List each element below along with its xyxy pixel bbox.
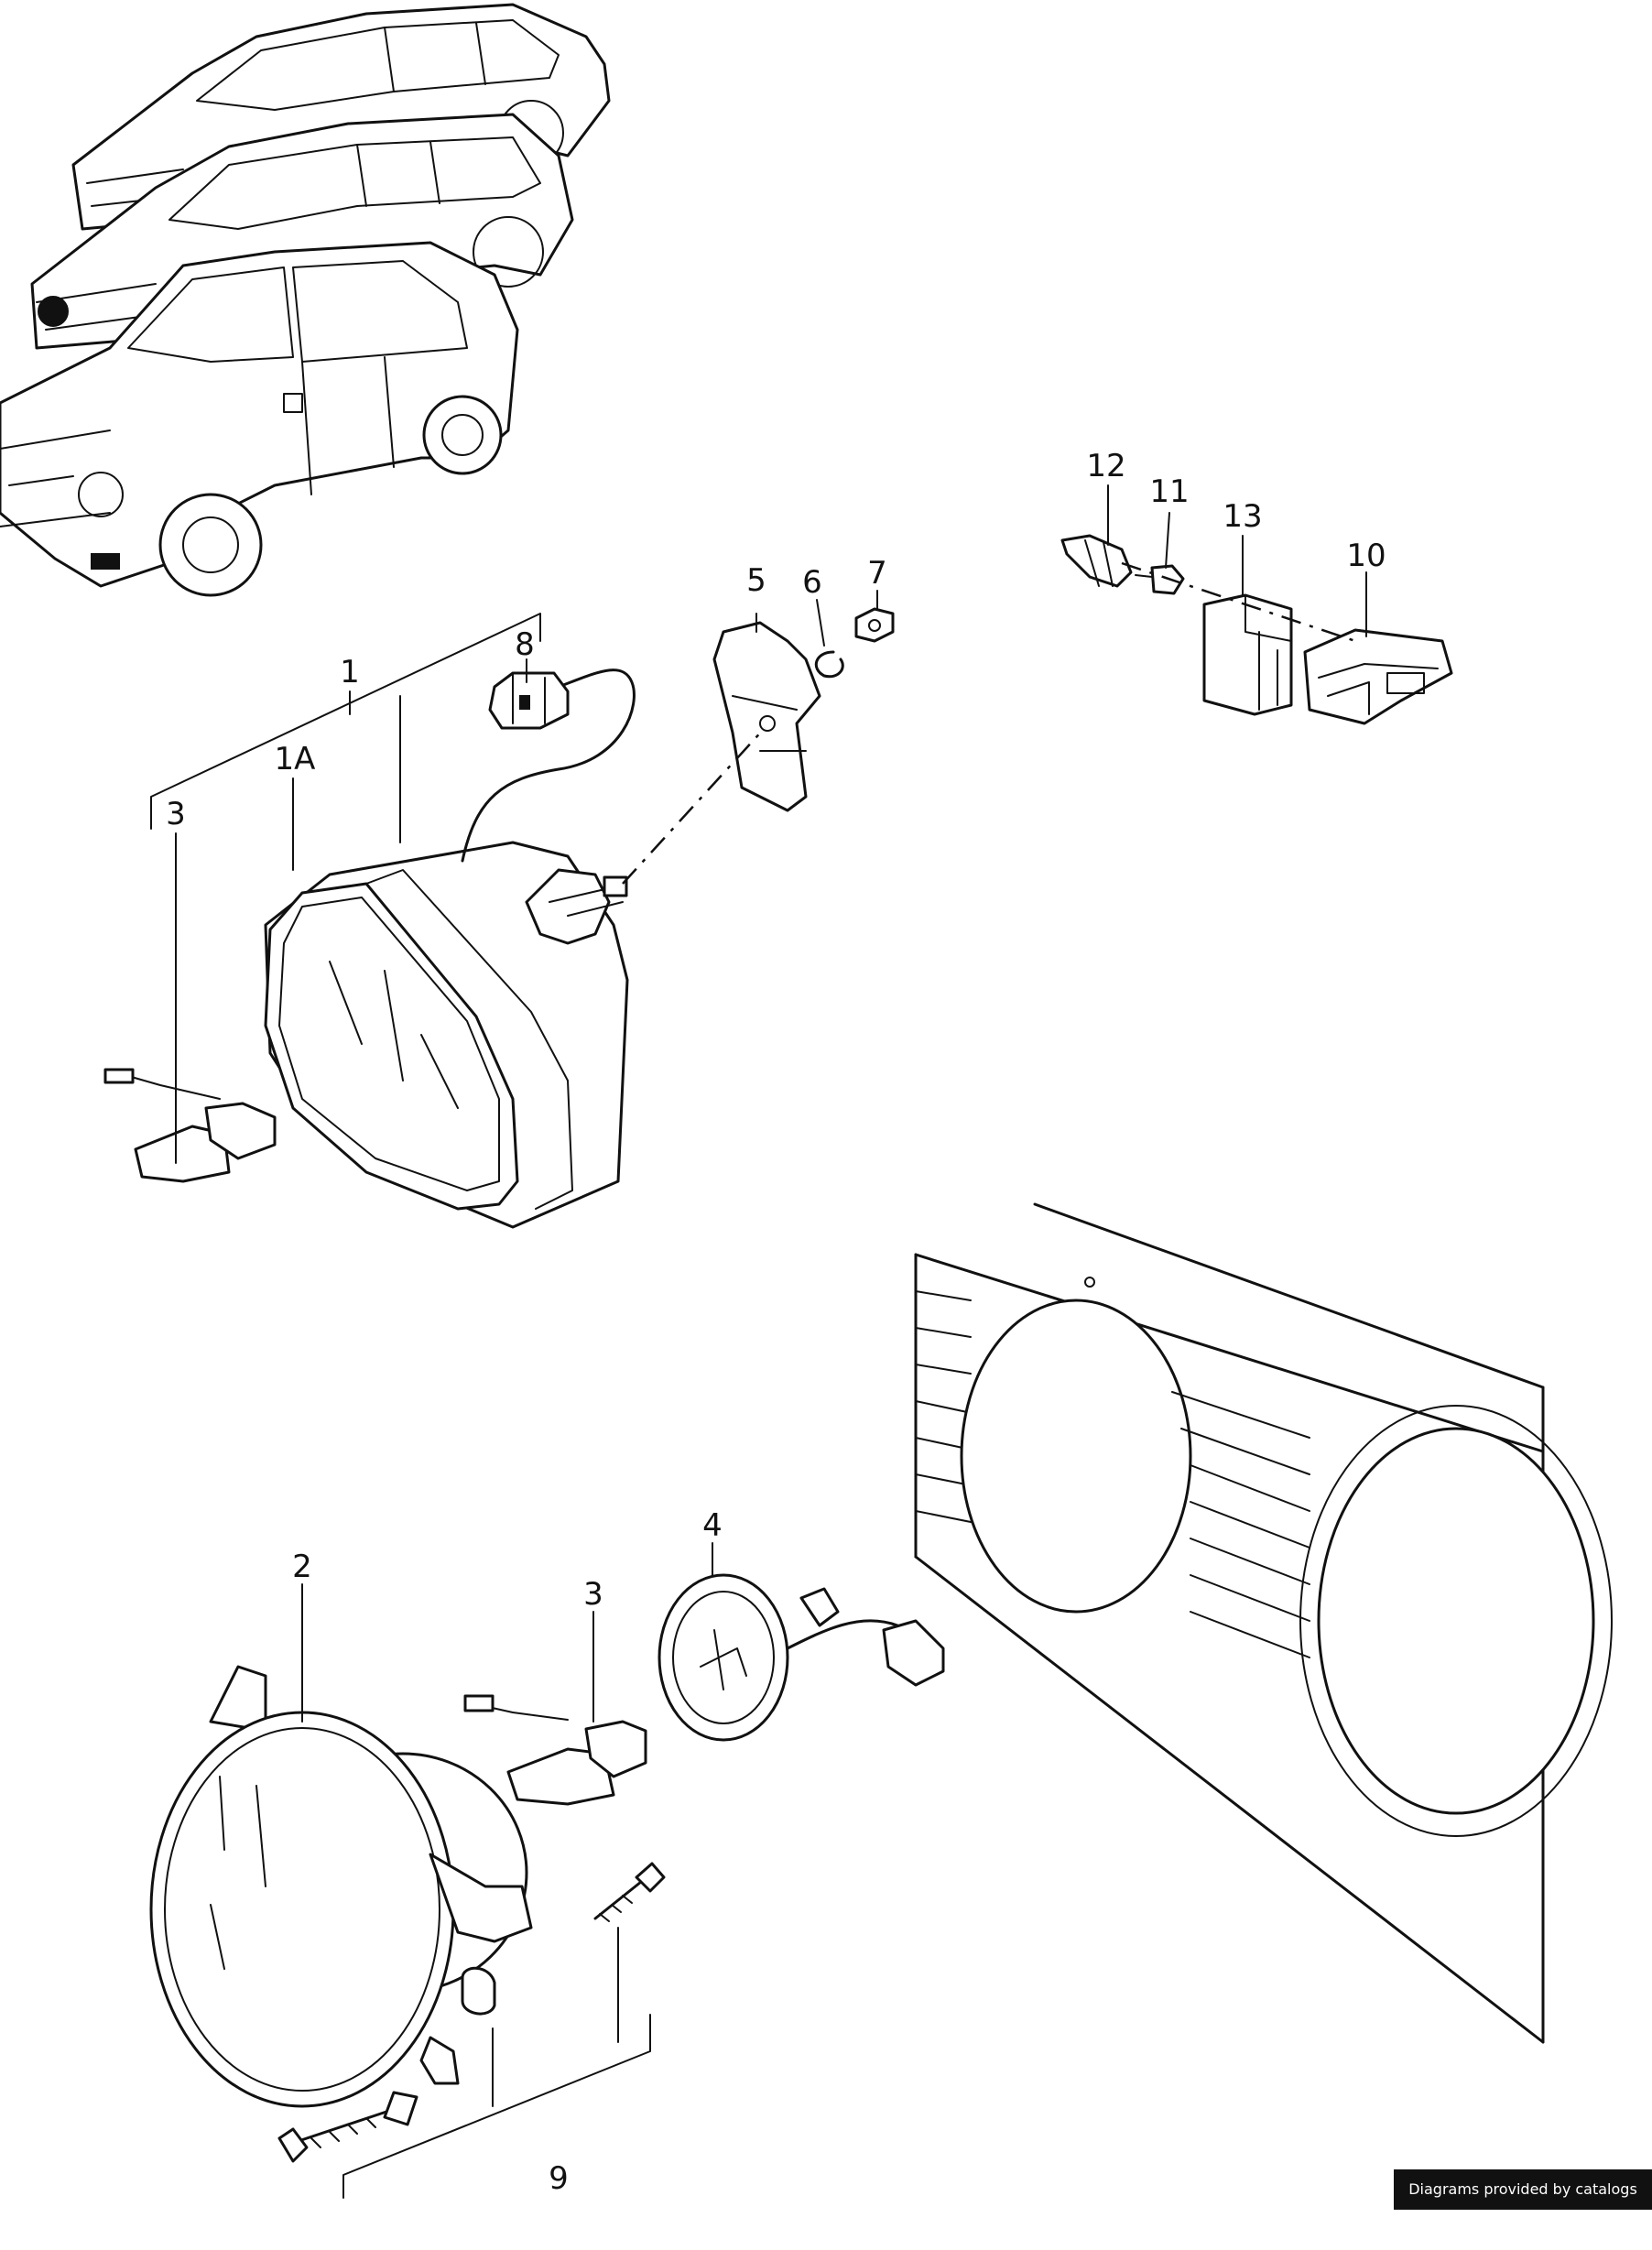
callout-10: 10 [1346, 538, 1386, 574]
callout-5: 5 [746, 562, 766, 599]
connector-8 [488, 671, 570, 730]
callout-1a: 1A [275, 741, 316, 777]
spring-washer-6 [814, 650, 844, 679]
callout-12: 12 [1086, 448, 1125, 484]
callout-3-upper: 3 [166, 796, 186, 832]
lamp-socket-4 [658, 1573, 945, 1742]
callout-4: 4 [702, 1507, 723, 1544]
car-hatchback-3door [0, 241, 519, 597]
credit-badge: Diagrams provided by catalogs parts [1394, 2169, 1652, 2238]
callout-1: 1 [340, 654, 360, 690]
radiator-grille [914, 1202, 1613, 2044]
callout-7: 7 [867, 555, 887, 592]
bulb-holder-12 [1060, 534, 1133, 588]
callout-8: 8 [515, 626, 535, 663]
bulb-3-lower [463, 1694, 647, 1806]
switch-cover-13 [1202, 593, 1293, 716]
bracket-5 [712, 621, 821, 812]
callout-3-lower: 3 [583, 1576, 603, 1613]
callout-13: 13 [1223, 498, 1262, 535]
callout-leaders [150, 484, 1367, 2199]
fasteners-9 [277, 1862, 666, 2163]
callout-9: 9 [549, 2160, 569, 2197]
bulb-3-upper [103, 1068, 277, 1183]
callout-labels: 1 1A 2 3 3 4 5 6 7 8 9 10 11 12 13 [166, 448, 1386, 2197]
nut-7 [854, 607, 895, 643]
callout-2: 2 [292, 1549, 312, 1585]
rectangular-fog-lamp [264, 668, 636, 1229]
mounting-bracket [525, 868, 628, 945]
callout-11: 11 [1149, 473, 1189, 510]
rocker-switch-10 [1303, 628, 1453, 725]
callout-6: 6 [802, 564, 822, 601]
bulb-11 [1135, 564, 1185, 595]
switch-assembly [1060, 534, 1453, 725]
car-illustrations [0, 3, 611, 597]
round-fog-lamp [149, 1665, 533, 2108]
